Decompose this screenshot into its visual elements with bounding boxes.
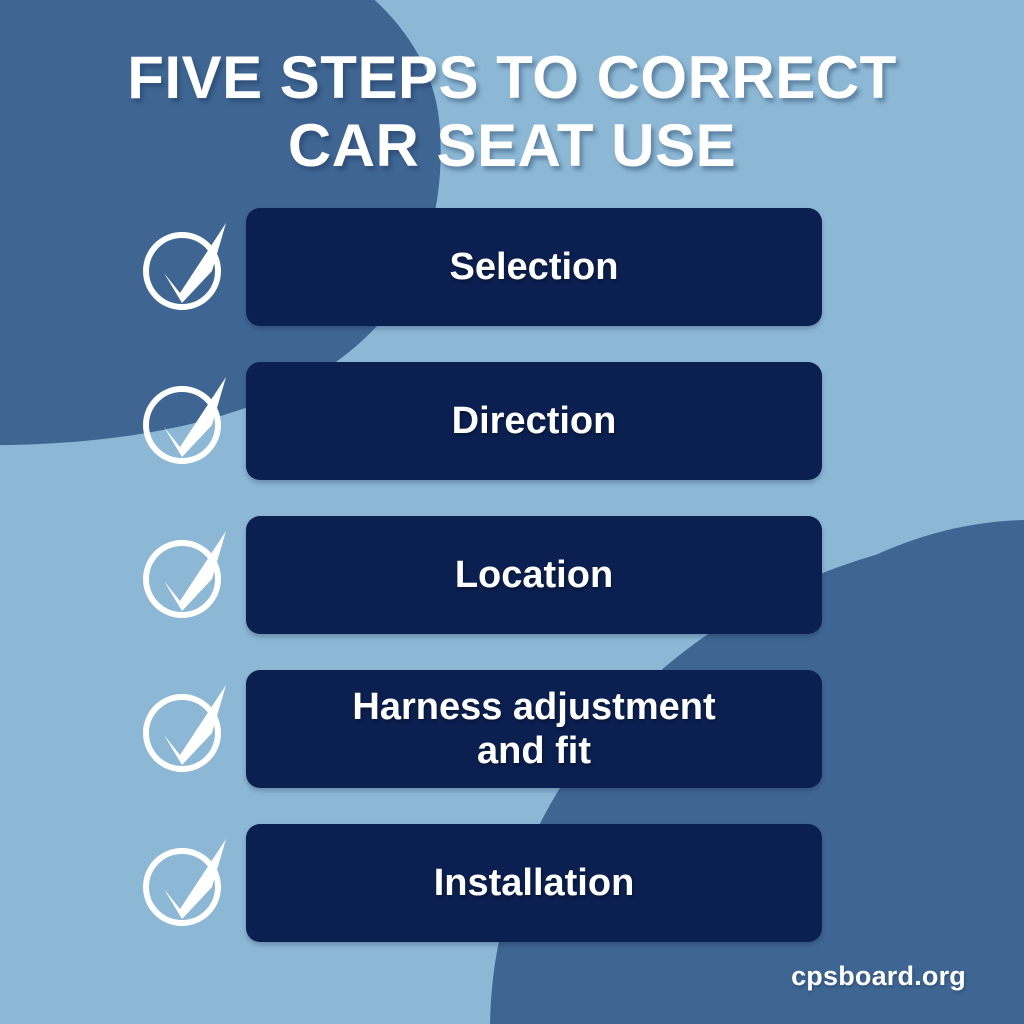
step-box-2[interactable]: Direction — [246, 362, 822, 480]
check-circle-icon — [138, 679, 234, 779]
step-item-4: Harness adjustment and fit — [0, 670, 1024, 788]
check-circle-icon — [138, 371, 234, 471]
step-item-3: Location — [0, 516, 1024, 634]
check-circle-icon — [138, 525, 234, 625]
title-line-1: FIVE STEPS TO CORRECT — [127, 44, 897, 111]
step-box-3[interactable]: Location — [246, 516, 822, 634]
step-label-4: Harness adjustment and fit — [352, 686, 716, 772]
step-item-5: Installation — [0, 824, 1024, 942]
step-label-1: Selection — [449, 246, 619, 288]
poster-title: FIVE STEPS TO CORRECT CAR SEAT USE — [0, 44, 1024, 180]
title-line-2: CAR SEAT USE — [287, 112, 737, 179]
top-left-blob — [0, 0, 441, 446]
step-label-2: Direction — [451, 400, 617, 442]
step-item-1: Selection — [0, 208, 1024, 326]
step-box-1[interactable]: Selection — [246, 208, 822, 326]
check-circle-icon — [138, 217, 234, 317]
step-box-5[interactable]: Installation — [246, 824, 822, 942]
check-circle-icon — [138, 833, 234, 933]
step-label-5: Installation — [433, 862, 635, 904]
step-label-3: Location — [454, 554, 614, 596]
steps-list: Selection Direction Locati — [0, 208, 1024, 978]
step-item-2: Direction — [0, 362, 1024, 480]
step-box-4[interactable]: Harness adjustment and fit — [246, 670, 822, 788]
website-url[interactable]: cpsboard.org — [791, 961, 966, 991]
